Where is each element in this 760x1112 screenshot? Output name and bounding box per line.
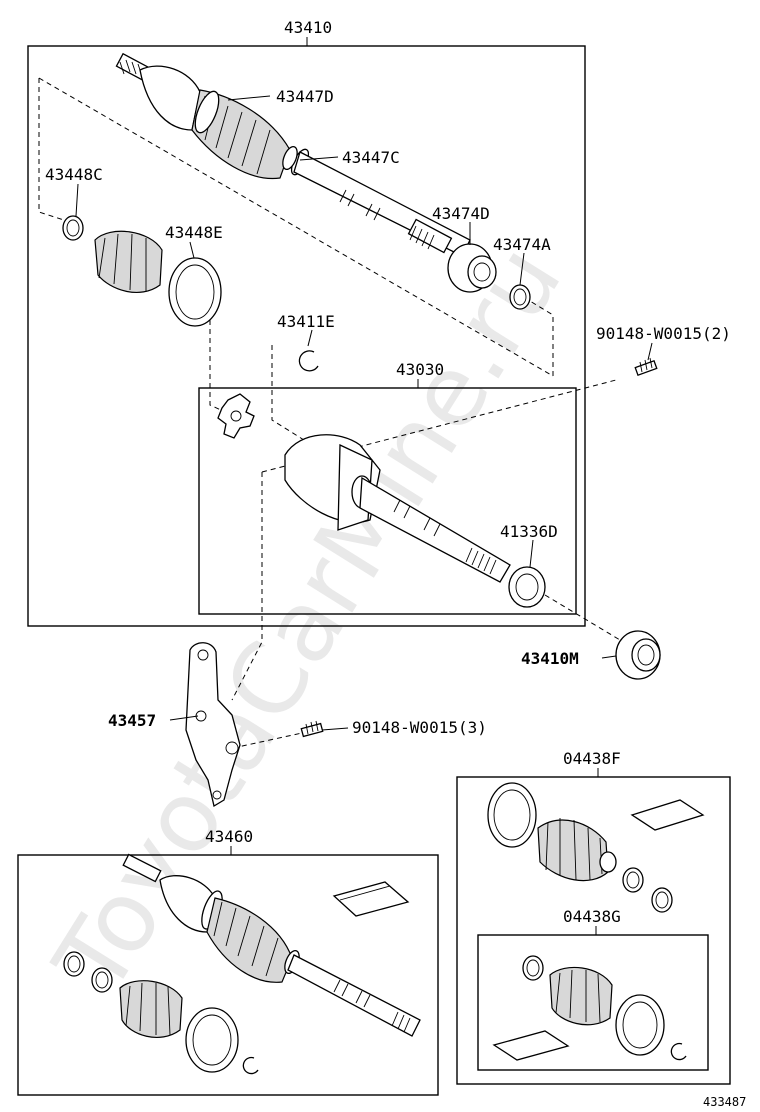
label-04438f: 04438F bbox=[563, 749, 621, 768]
label-04438g: 04438G bbox=[563, 907, 621, 926]
bolt-90148-w0015-upper bbox=[634, 357, 658, 377]
boot-clamp-43447d bbox=[194, 90, 220, 134]
box-04438f bbox=[456, 776, 731, 1085]
box-04438g bbox=[477, 934, 709, 1071]
label-43447d: 43447D bbox=[276, 87, 334, 106]
boot-clamp-43447c bbox=[282, 145, 298, 171]
boot-kit-04438g bbox=[492, 955, 687, 1061]
bearing-43410m bbox=[615, 630, 661, 680]
kit-43460-parts bbox=[63, 881, 410, 1075]
label-43474a: 43474A bbox=[493, 235, 551, 254]
label-43448e: 43448E bbox=[165, 223, 223, 242]
bracket-43457 bbox=[185, 642, 241, 808]
label-41336d: 41336D bbox=[500, 522, 558, 541]
box-43030 bbox=[198, 387, 577, 615]
label-43447c: 43447C bbox=[342, 148, 400, 167]
diagram-number: 433487 bbox=[703, 1095, 746, 1109]
snap-ring-43411e bbox=[298, 350, 319, 372]
damper-43474d bbox=[447, 243, 497, 293]
label-43410: 43410 bbox=[284, 18, 332, 37]
label-90148-w0015-2: 90148-W0015(2) bbox=[596, 324, 731, 343]
label-43448c: 43448C bbox=[45, 165, 103, 184]
inboard-joint-43030 bbox=[217, 393, 511, 583]
clamp-43474a bbox=[509, 284, 531, 310]
label-43460: 43460 bbox=[205, 827, 253, 846]
oil-seal-41336d bbox=[508, 566, 546, 608]
label-43411e: 43411E bbox=[277, 312, 335, 331]
label-43030: 43030 bbox=[396, 360, 444, 379]
label-90148-w0015-3: 90148-W0015(3) bbox=[352, 718, 487, 737]
bolt-90148-w0015-lower bbox=[300, 720, 324, 738]
boot-kit-04438f bbox=[487, 782, 705, 913]
label-43410m: 43410M bbox=[521, 649, 579, 668]
label-43474d: 43474D bbox=[432, 204, 490, 223]
clamp-43448c bbox=[62, 215, 84, 241]
boot-43448e bbox=[94, 230, 222, 327]
box-43460 bbox=[17, 854, 439, 1096]
drive-shaft-43460 bbox=[122, 853, 421, 1037]
label-43457: 43457 bbox=[108, 711, 156, 730]
